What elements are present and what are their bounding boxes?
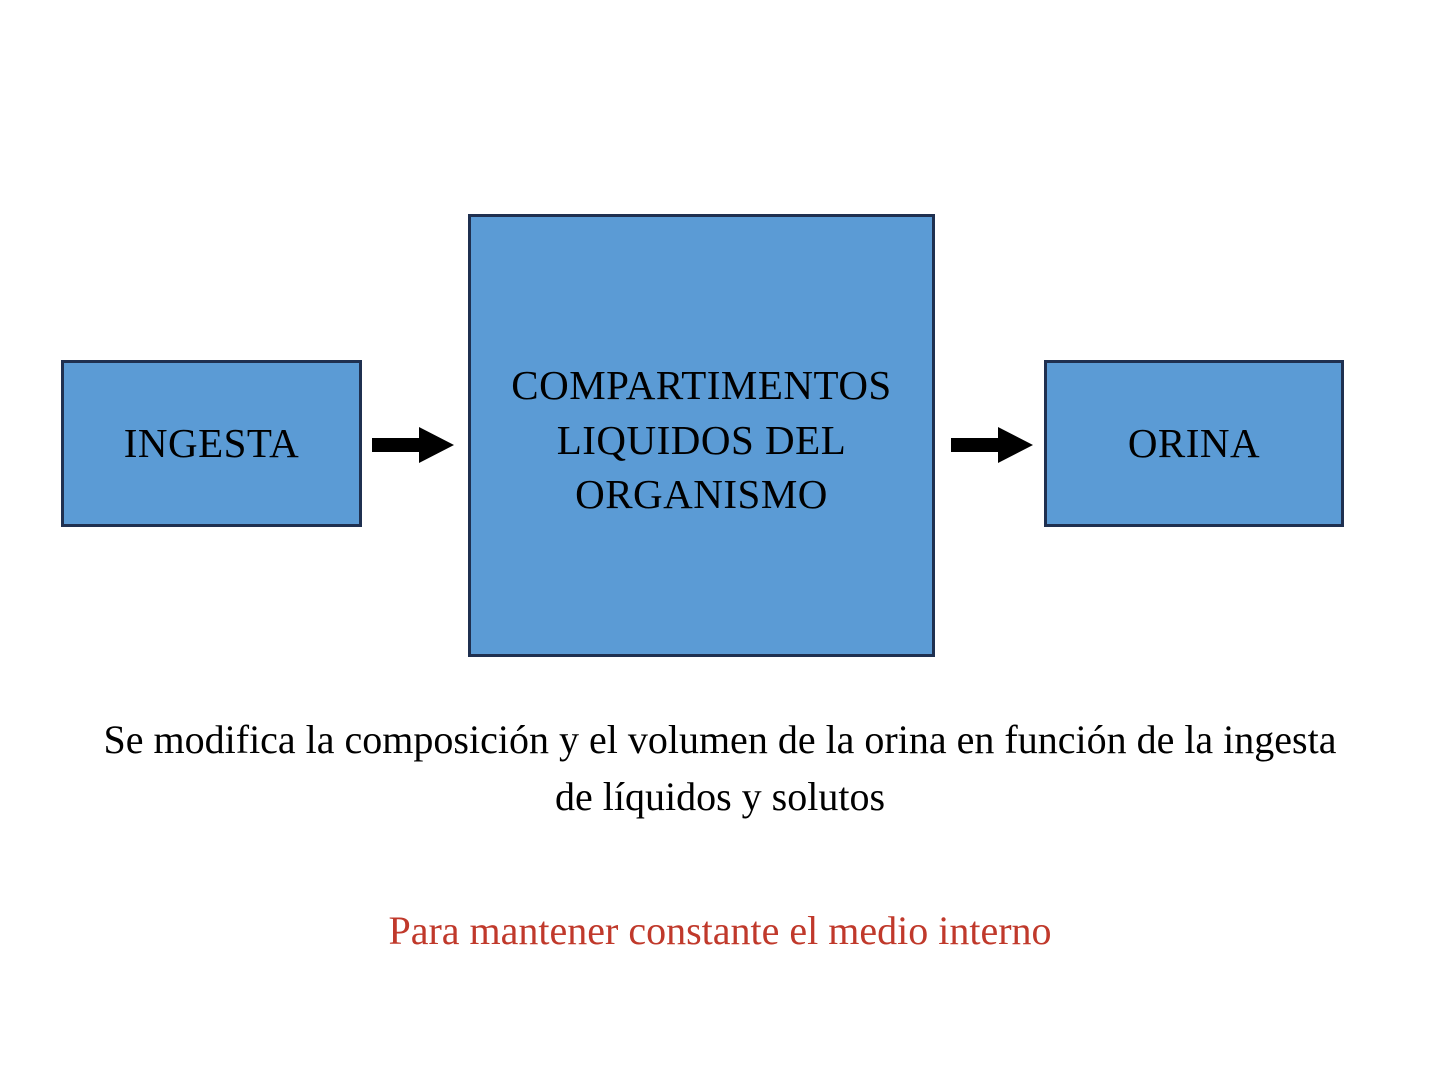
flow-node-ingesta: INGESTA <box>61 360 362 527</box>
caption-primary: Se modifica la composición y el volumen … <box>103 717 1337 819</box>
flow-node-compartimentos: COMPARTIMENTOS LIQUIDOS DEL ORGANISMO <box>468 214 935 657</box>
arrow-right-icon-ingesta-to-compartimentos <box>372 425 454 465</box>
flow-node-compartimentos-label: COMPARTIMENTOS LIQUIDOS DEL ORGANISMO <box>511 362 892 518</box>
flow-node-orina-label: ORINA <box>1127 420 1261 467</box>
arrow-right-icon-compartimentos-to-orina <box>951 425 1033 465</box>
caption-accent: Para mantener constante el medio interno <box>388 908 1052 953</box>
flow-node-orina: ORINA <box>1044 360 1344 527</box>
flow-node-ingesta-label: INGESTA <box>123 420 300 467</box>
